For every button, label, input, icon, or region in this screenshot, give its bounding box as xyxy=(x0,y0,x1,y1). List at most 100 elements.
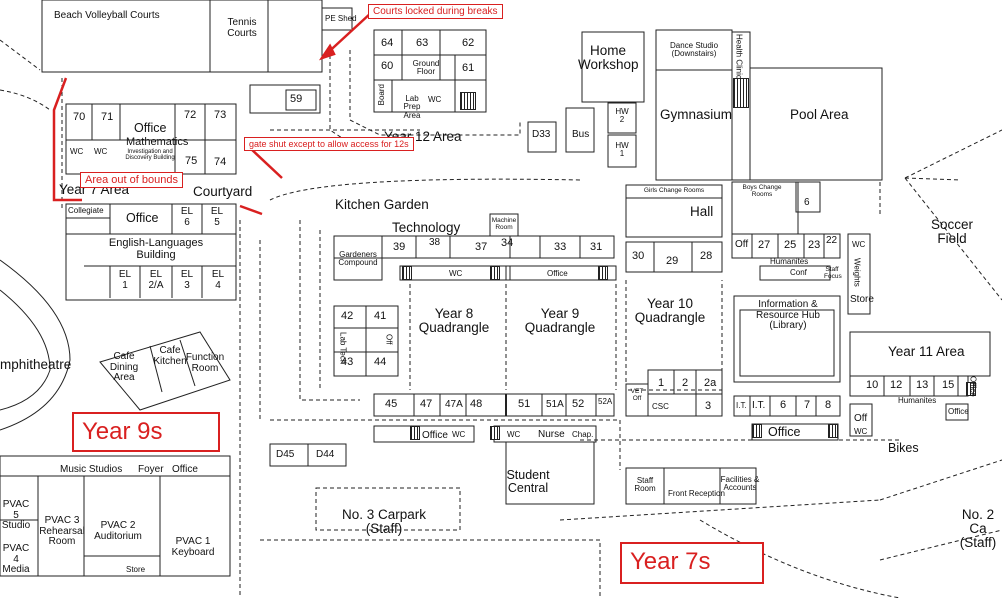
pool-area-label: Pool Area xyxy=(790,107,849,122)
room-7: 7 xyxy=(804,399,811,411)
wc-label: WC xyxy=(452,430,466,439)
off-label: Off xyxy=(384,334,394,345)
stairs-icon xyxy=(410,426,420,440)
wc-label: WC xyxy=(428,95,442,104)
room-6: 6 xyxy=(804,197,810,208)
nurse-label: Nurse xyxy=(538,429,565,440)
office-label: Office xyxy=(768,425,801,439)
room-2a: 2a xyxy=(704,377,717,389)
room-2: 2 xyxy=(682,377,689,389)
student-central-label: Student Central xyxy=(506,468,550,496)
room-39: 39 xyxy=(393,241,406,253)
facilities-label: Facilities & Accounts xyxy=(720,475,760,493)
pvac5-label: PVAC 5 Studio xyxy=(1,499,31,531)
room-33: 33 xyxy=(554,241,567,253)
room-62: 62 xyxy=(462,37,475,49)
stairs-icon xyxy=(733,78,749,108)
room-73: 73 xyxy=(214,109,227,121)
room-12: 12 xyxy=(890,379,903,391)
hall-label: Hall xyxy=(690,204,714,219)
tennis-courts-label: Tennis Courts xyxy=(227,17,257,39)
boys-change-label: Boys Change Rooms xyxy=(742,184,782,198)
wc-label: WC xyxy=(852,240,866,249)
hw1-label: HW 1 xyxy=(615,141,629,159)
out-of-bounds-note: Area out of bounds xyxy=(80,172,183,188)
conf-label: Conf xyxy=(790,268,807,277)
vet-off-label: VET Off xyxy=(630,388,644,402)
foyer-label: Foyer xyxy=(138,464,164,475)
amphitheatre-label: mphitheatre xyxy=(0,357,72,372)
room-75: 75 xyxy=(185,155,198,167)
room-34: 34 xyxy=(501,237,514,249)
mathematics-subtitle: Investigation and Discovery Building xyxy=(125,149,175,162)
room-64: 64 xyxy=(381,37,394,49)
home-workshop-label: Home Workshop xyxy=(578,43,639,73)
office-label: Office xyxy=(547,269,568,278)
office-label: Office xyxy=(126,211,159,225)
room-29: 29 xyxy=(666,255,679,267)
room-70: 70 xyxy=(73,111,86,123)
chap-label: Chap. xyxy=(572,430,594,439)
d44-label: D44 xyxy=(316,449,335,460)
year9s-label: Year 9s xyxy=(72,412,220,452)
room-61: 61 xyxy=(462,62,475,74)
room-3: 3 xyxy=(705,400,712,412)
room-43: 43 xyxy=(341,356,354,368)
room-15: 15 xyxy=(942,379,955,391)
lab-prep-label: Lab Prep Area xyxy=(403,94,421,120)
room-37: 37 xyxy=(475,241,488,253)
gardeners-compound-label: Gardeners Compound xyxy=(338,250,378,268)
room-44: 44 xyxy=(374,356,387,368)
stairs-icon xyxy=(490,426,500,440)
store-label: Store xyxy=(850,294,874,305)
room-25: 25 xyxy=(784,239,797,251)
room-28: 28 xyxy=(700,250,713,262)
room-48: 48 xyxy=(470,398,483,410)
office-label: Office xyxy=(948,407,969,416)
room-71: 71 xyxy=(101,111,114,123)
cafe-dining-label: Cafe Dining Area xyxy=(109,351,139,383)
room-59: 59 xyxy=(290,93,303,105)
room-8: 8 xyxy=(825,399,832,411)
office-label: Office xyxy=(422,430,448,441)
off-label: Off xyxy=(854,413,868,424)
english-building-label: English-Languages Building xyxy=(108,237,204,261)
csc-label: CSC xyxy=(652,402,669,411)
kitchen-garden-label: Kitchen Garden xyxy=(335,197,429,212)
room-47a: 47A xyxy=(445,399,463,410)
humanities-label: Humanites xyxy=(770,257,809,266)
room-23: 23 xyxy=(808,239,821,251)
room-38: 38 xyxy=(429,237,441,248)
pvac2-label: PVAC 2 Auditorium xyxy=(94,520,142,542)
stairs-icon xyxy=(598,266,608,280)
stairs-icon xyxy=(402,266,412,280)
humanities-label: Humanites xyxy=(898,396,937,405)
wc-label: WC xyxy=(94,147,108,156)
room-27: 27 xyxy=(758,239,771,251)
machine-room-label: Machine Room xyxy=(491,217,517,231)
girls-change-label: Girls Change Rooms xyxy=(643,187,705,194)
room-13: 13 xyxy=(916,379,929,391)
room-60: 60 xyxy=(381,60,394,72)
d33-label: D33 xyxy=(532,129,551,140)
soccer-field-label: Soccer Field xyxy=(930,217,974,247)
room-45: 45 xyxy=(385,398,398,410)
room-51: 51 xyxy=(518,398,531,410)
el4-label: EL 4 xyxy=(211,269,225,291)
dance-studio-label: Dance Studio (Downstairs) xyxy=(669,41,719,59)
office-label: Office xyxy=(968,376,978,397)
year8-quad-label: Year 8 Quadrangle xyxy=(418,306,490,336)
room-72: 72 xyxy=(184,109,197,121)
year9-quad-label: Year 9 Quadrangle xyxy=(524,306,596,336)
room-6: 6 xyxy=(780,399,787,411)
d45-label: D45 xyxy=(276,449,295,460)
room-52: 52 xyxy=(572,398,585,410)
stairs-icon xyxy=(460,92,476,110)
pvac4-label: PVAC 4 Media xyxy=(2,543,30,575)
cafe-kitchen-label: Cafe Kitchen xyxy=(153,345,187,367)
pvac1-label: PVAC 1 Keyboard xyxy=(171,536,215,558)
room-10: 10 xyxy=(866,379,879,391)
el6-label: EL 6 xyxy=(180,206,194,228)
